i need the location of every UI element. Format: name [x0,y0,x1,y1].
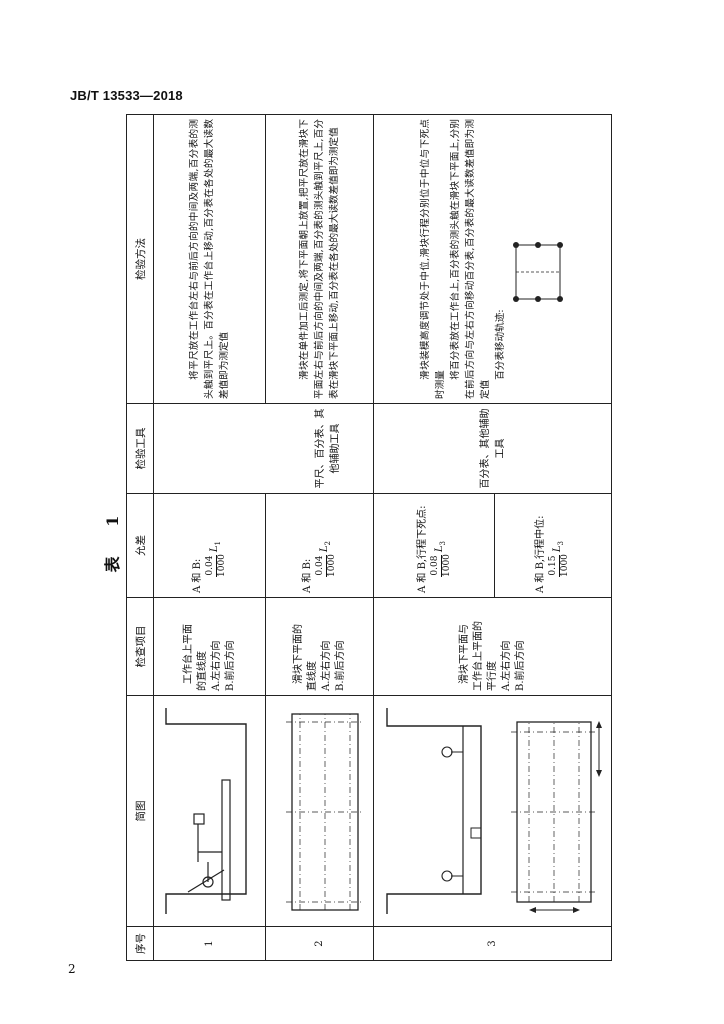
method-paragraph: 将平尺放在工作台左右与前后方向的中间及两端,百分表的测头触到平尺上。百分表在工作… [189,119,230,399]
col-header-method: 检验方法 [126,114,154,404]
slide-plane-diagram [285,713,364,911]
check-item: 滑块下平面的 直线度 A.左右方向 B.前后方向 [265,597,374,696]
inspection-table: 序号 简图 检查项目 允差 检验工具 检验方法 1 [126,114,612,961]
dial-gauge-path-diagram [512,242,563,302]
tolerance-fraction: 0.04 1000 [205,554,227,577]
tolerance-cell: A 和 B: 0.04 1000 L1 [153,493,266,598]
table-row: 1 工作台上平面 的直线度 A.左右方向 B.前后方向 [153,114,374,961]
tools-cell: 平尺、百分表、其他辅助工具 [153,403,374,494]
check-item-line: 工作台上平面 [182,624,194,684]
tolerance-fraction: 0.04 1000 [315,554,337,577]
tolerance-lead: A 和 B,行程下死点: [416,505,428,593]
check-item: 滑块下平面与 工作台上平面的 平行度 A.左右方向 B.前后方向 [373,597,612,696]
col-header-tools: 检验工具 [126,403,154,494]
check-item-line: 滑块下平面的 [292,624,304,684]
col-header-diagram: 简图 [126,695,154,927]
check-item-line: B.前后方向 [224,640,236,691]
tolerance-lead: A 和 B,行程中位: [535,515,546,593]
tolerance-fraction: 0.08 1000 [429,554,452,577]
check-item-line: 的直线度 [196,651,208,691]
check-item-line: B.前后方向 [334,640,346,691]
page-number: 2 [68,962,76,976]
table-row: 2 滑块下平面的 直线度 A.左右方向 B.前后方向 A 和 [265,114,374,961]
check-item-line: B.前后方向 [514,640,526,691]
rotated-table-block: 表 1 序号 简图 检查项目 允差 检验工具 检验方法 1 [103,114,620,961]
diagram-cell [265,695,374,927]
diagram-cell [373,695,612,927]
length-symbol: L2 [319,540,332,553]
method-paragraph: 将百分表放在工作台上,百分表的测头触在滑块下平面上,分别在前后方向与左右方向移动… [449,119,491,399]
document-id: JB/T 13533—2018 [70,88,183,103]
parallelism-diagram [385,708,602,914]
tolerance-cell: A 和 B: 0.04 1000 L2 [265,493,374,598]
check-item-line: A.左右方向 [210,640,222,691]
row-number: 3 [373,926,612,961]
diagram-cell [153,695,266,927]
tolerance-lead: A 和 B: [302,558,313,593]
method-paragraph: 百分表移动轨迹: [494,309,506,380]
tolerance-bdc: A 和 B,行程下死点: 0.08 1000 L3 [374,494,495,597]
length-symbol: L3 [433,540,447,553]
straight-edge-worktable-diagram [164,708,247,914]
check-item-line: 直线度 [306,661,318,691]
col-header-tolerance: 允差 [126,493,154,598]
col-header-no: 序号 [126,926,154,961]
method-cell: 滑块在单件加工后测定,将下平面朝上放置,把平尺放在滑块下平面左右与前后方向的中间… [265,114,374,404]
method-cell: 将平尺放在工作台左右与前后方向的中间及两端,百分表的测头触到平尺上。百分表在工作… [153,114,266,404]
tolerance-lead: A 和 B: [192,558,203,593]
table-header-row: 序号 简图 检查项目 允差 检验工具 检验方法 [126,114,154,961]
tolerance-cell: A 和 B,行程下死点: 0.08 1000 L3 A 和 B,行程中位: 0.… [373,493,612,598]
row-number: 2 [265,926,374,961]
table-row: 3 [373,114,612,961]
check-item: 工作台上平面 的直线度 A.左右方向 B.前后方向 [153,597,266,696]
check-item-line: 平行度 [486,661,498,691]
check-item-line: 滑块下平面与 [458,624,470,684]
tolerance-mid: A 和 B,行程中位: 0.15 1000 L3 [495,494,611,597]
check-item-line: A.左右方向 [500,640,512,691]
length-symbol: L3 [552,540,565,553]
check-item-line: 工作台上平面的 [472,621,484,691]
tools-cell: 百分表、其他辅助工具 [373,403,612,494]
method-cell: 滑块装模高度调节处于中位,滑块行程分别位于中位与下死点时测量 将百分表放在工作台… [373,114,612,404]
check-item-line: A.左右方向 [320,640,332,691]
col-header-item: 检查项目 [126,597,154,696]
length-symbol: L1 [209,540,222,553]
tolerance-fraction: 0.15 1000 [548,554,570,577]
table-title: 表 1 [103,503,122,573]
row-number: 1 [153,926,266,961]
method-paragraph: 滑块装模高度调节处于中位,滑块行程分别位于中位与下死点时测量 [419,119,446,399]
method-paragraph: 滑块在单件加工后测定,将下平面朝上放置,把平尺放在滑块下平面左右与前后方向的中间… [299,119,340,399]
